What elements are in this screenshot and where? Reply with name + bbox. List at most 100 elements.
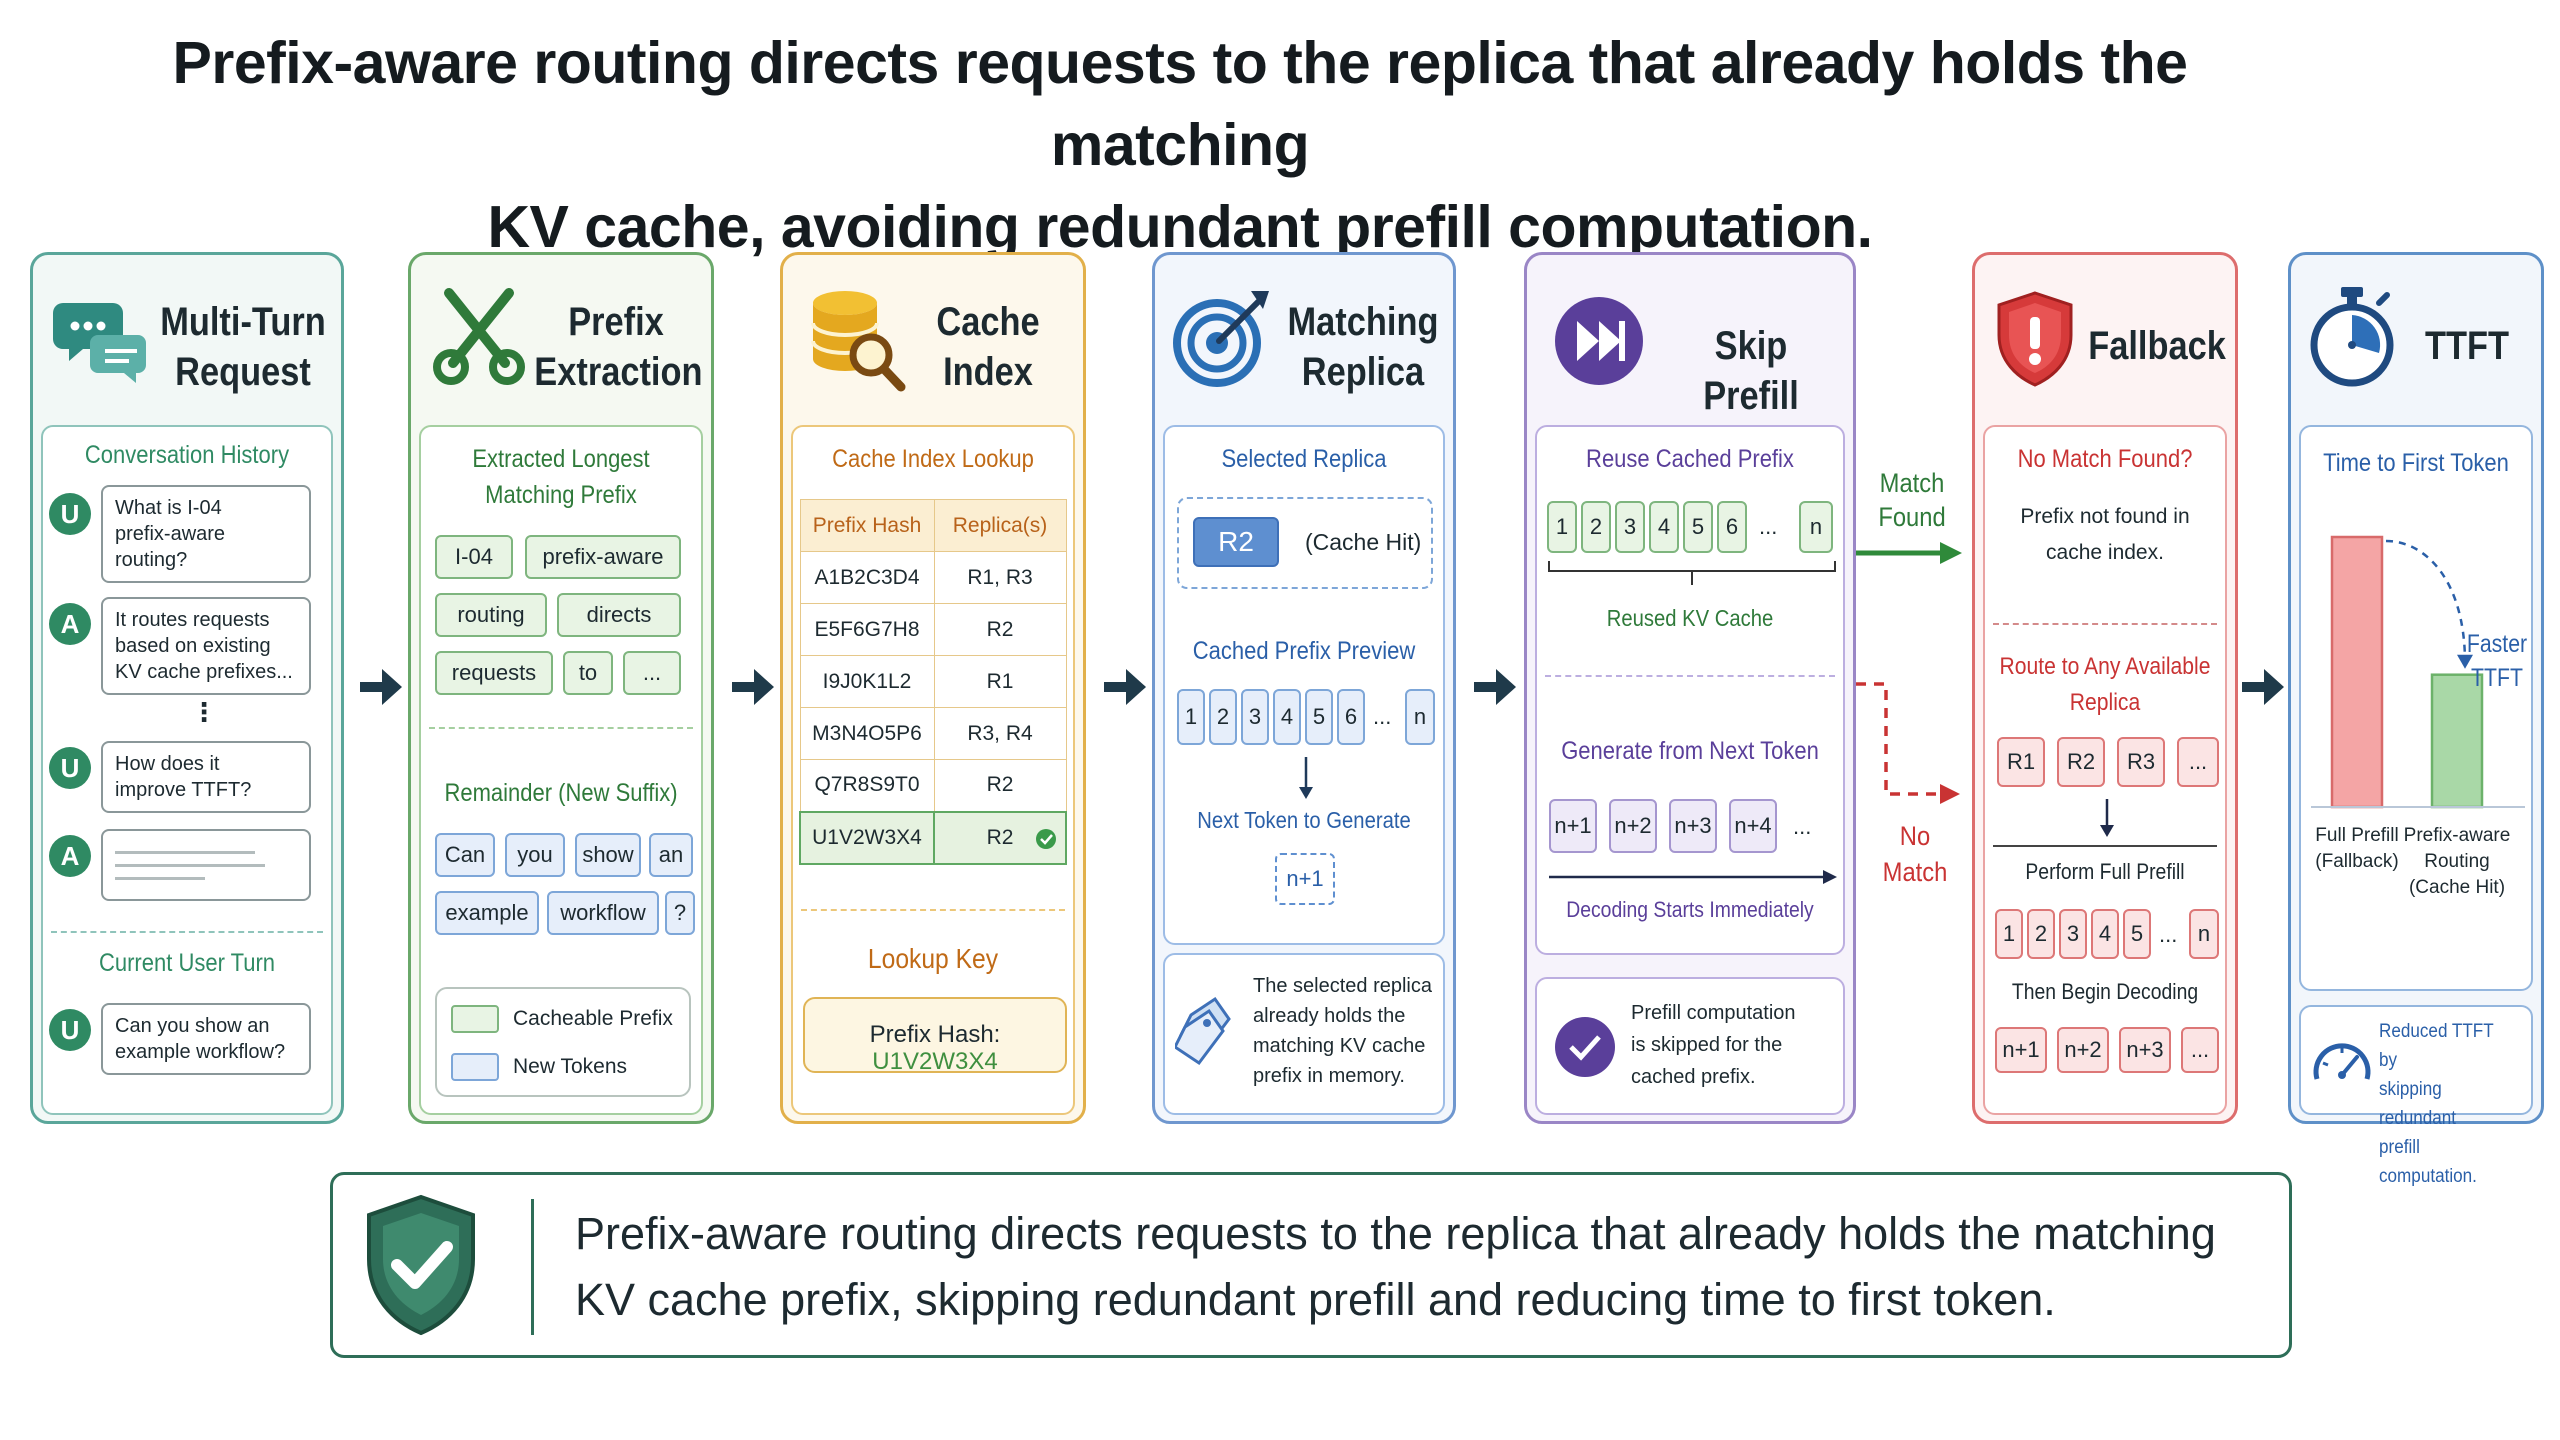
fast-forward-icon [1555,297,1643,385]
perform-full-prefill-label: Perform Full Prefill [2025,859,2185,884]
match-arrow [1856,542,1962,564]
reused-token: 5 [1683,501,1713,553]
chart-title: Time to First Token [2323,449,2509,477]
preview-token: 1 [1177,689,1205,745]
panel-title: TTFT [2424,324,2510,368]
title-line-1: Prefix-aware routing directs requests to… [172,30,2188,178]
prefix-token: directs [557,593,681,637]
faster-arrow [2385,539,2467,663]
page-title: Prefix-aware routing directs requests to… [60,22,2300,268]
lookup-key-label: Lookup Key [867,943,999,974]
reused-token: 3 [1615,501,1645,553]
panel-title: Multi-Turn Request [160,300,326,394]
preview-token: 5 [1305,689,1333,745]
decode-token: ... [2181,1027,2219,1073]
generated-token: n+1 [1549,799,1597,853]
prefix-token: I-04 [435,535,513,579]
avatar-assistant: A [49,835,91,877]
fallback-replica-chip: R1 [1997,737,2045,787]
bar-prefix-aware [2430,673,2484,809]
panel-cache-index: Cache Index Cache Index Lookup Prefix Ha… [780,252,1086,1124]
panel-header: Skip Prefill [1527,255,1853,425]
prefill-token: 3 [2059,909,2087,959]
title-line-2: KV cache, avoiding redundant prefill com… [487,194,1873,260]
legend-new-label: New Tokens [513,1055,628,1078]
legend-swatch-new [451,1053,499,1081]
generated-token: n+3 [1669,799,1717,853]
reused-token: 1 [1547,501,1577,553]
suffix-token: you [505,833,565,877]
panel-title: Cache Index [936,300,1040,394]
panel-header: Matching Replica [1155,255,1453,425]
current-user-turn-label: Current User Turn [98,949,276,977]
preview-token: 6 [1337,689,1365,745]
target-icon [1173,291,1269,387]
panel-ttft: TTFT Time to First Token Full Prefill(Fa… [2288,252,2544,1187]
selected-replica-label: Selected Replica [1221,445,1387,473]
panel-multi-turn-request: Multi-Turn Request Conversation History … [30,252,344,1124]
panel-title: Matching Replica [1287,300,1439,394]
ttft-bar-chart: Full Prefill(Fallback)Prefix-awareRoutin… [2311,535,2525,898]
prefix-token: to [563,651,613,695]
avatar-assistant: A [49,603,91,645]
prefix-token: requests [435,651,553,695]
cache-hit-label: (Cache Hit) [1305,529,1422,555]
panel-title: Skip Prefill [1703,324,1799,418]
prefill-token: 4 [2091,909,2119,959]
faster-arrow-head [2457,654,2473,669]
panel-header: Fallback [1975,255,2235,425]
conversation-history-label: Conversation History [84,441,290,469]
prefill-token: 1 [1995,909,2023,959]
divider [1545,675,1835,677]
decode-token: n+3 [2119,1027,2171,1073]
preview-token: 3 [1241,689,1269,745]
speedometer-icon [2313,1043,2371,1080]
panel-header: Cache Index [783,255,1083,425]
reused-token: 4 [1649,501,1679,553]
preview-token: 2 [1209,689,1237,745]
prefill-ellipsis: ... [2159,922,2178,947]
preview-token: 4 [1273,689,1301,745]
bracket-icon [1548,561,1836,585]
reused-token: n [1799,501,1833,553]
replica-chip: R2 [1193,517,1279,567]
column-header: Replica(s) [933,499,1067,552]
table-row-hit: U1V2W3X4 R2 [799,810,1067,865]
flow-arrow-4 [1474,669,1516,705]
preview-ellipsis: ... [1373,704,1392,729]
fallback-replica-chip: R2 [2057,737,2105,787]
suffix-token: show [575,833,641,877]
fallback-replica-chip: R3 [2117,737,2165,787]
prefix-token: routing [435,593,547,637]
tag-icon [1175,996,1231,1066]
legend-box: Cacheable Prefix New Tokens [435,987,691,1097]
check-circle-icon [1555,1017,1615,1077]
next-token-label: Next Token to Generate [1197,807,1411,833]
panel-skip-prefill: Skip Prefill Reuse Cached Prefix 1 2 3 4… [1524,252,1856,1124]
suffix-token: an [649,833,693,877]
divider [51,931,323,933]
down-arrow-icon [1299,757,1313,799]
lookup-key-box: Prefix Hash: U1V2W3X4 [803,997,1067,1075]
prefill-token: n [2189,909,2219,959]
reused-ellipsis: ... [1759,514,1778,539]
replica-box: Selected Replica R2 (Cache Hit) Cached P… [1163,425,1445,945]
